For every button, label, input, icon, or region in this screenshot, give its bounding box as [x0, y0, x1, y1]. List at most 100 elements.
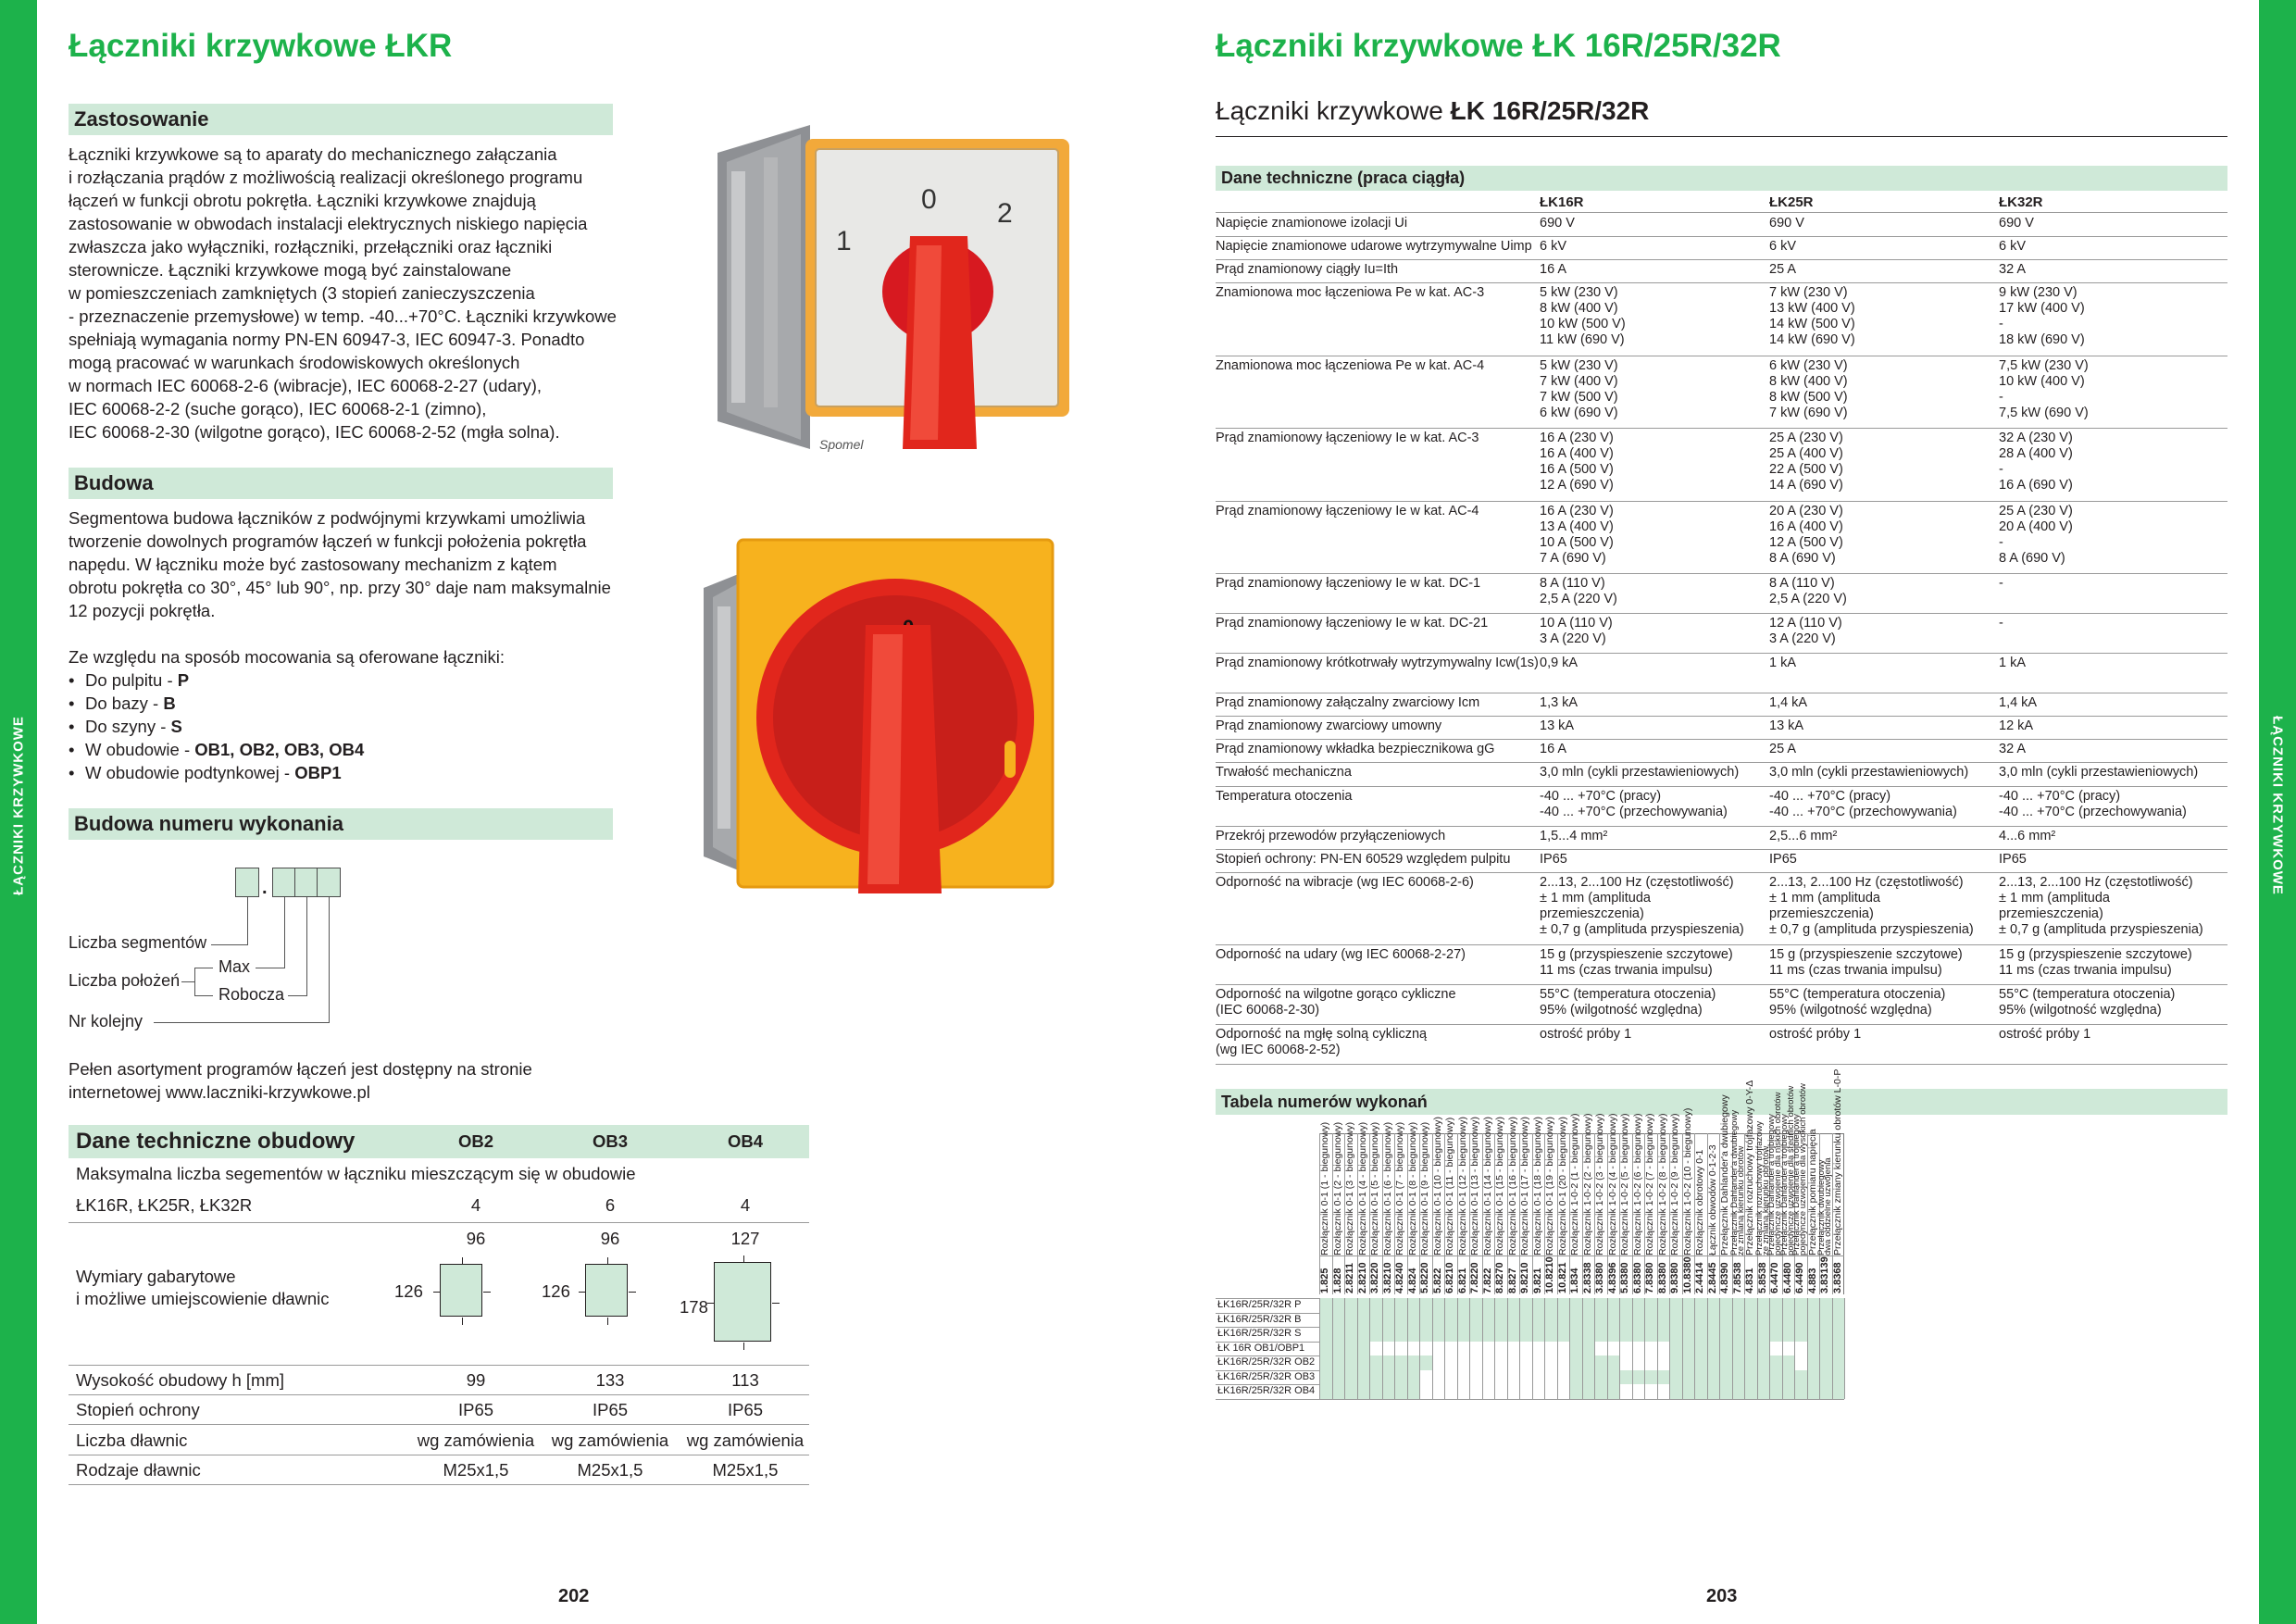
- variant-cell: [1494, 1384, 1507, 1399]
- variant-cell: [1669, 1384, 1682, 1399]
- variant-cell: [1431, 1327, 1444, 1342]
- tech-row-label: Prąd znamionowy załączalny zwarciowy Icm: [1216, 695, 1480, 711]
- tech-row: Znamionowa moc łączeniowa Pe w kat. AC-4…: [1216, 356, 2227, 430]
- zastosowanie-line: IEC 60068-2-2 (suche gorąco), IEC 60068-…: [69, 399, 487, 418]
- tech-row-label: Odporność na wibracje (wg IEC 60068-2-6): [1216, 874, 1474, 890]
- variant-cell: [1781, 1327, 1794, 1342]
- variant-cell: [1419, 1355, 1432, 1370]
- variant-column-label: Rozłącznik 1-0-2 (2 - biegunowy): [1581, 1113, 1593, 1255]
- tech-row: Temperatura otoczenia-40 ... +70°C (prac…: [1216, 787, 2227, 827]
- variant-cell: [1794, 1298, 1807, 1313]
- variant-cell: [1356, 1384, 1369, 1399]
- tech-row-value: 1 kA: [1769, 656, 1797, 671]
- variant-column-label: Rozłącznik 1-0-2 (6 - biegunowy): [1631, 1113, 1643, 1255]
- variant-cell: [1481, 1341, 1494, 1355]
- variant-cell: [1531, 1384, 1544, 1399]
- variant-cell: [1806, 1327, 1819, 1342]
- variant-code: 3.8220: [1369, 1262, 1380, 1293]
- variant-cell: [1456, 1355, 1469, 1370]
- variant-cell: [1681, 1298, 1694, 1313]
- variant-cell: [1456, 1312, 1469, 1327]
- variant-cell: [1581, 1341, 1594, 1355]
- variant-cell: [1406, 1327, 1419, 1342]
- variant-code: 6.8380: [1631, 1262, 1643, 1293]
- variant-cell: [1331, 1298, 1344, 1313]
- tech-row-label: Prąd znamionowy łączeniowy Ie w kat. DC-…: [1216, 576, 1481, 592]
- tech-row-value: 690 V: [1769, 216, 1804, 231]
- variant-cell: [1319, 1327, 1332, 1342]
- variant-column-label: Rozłącznik 0-1 (17 - biegunowy): [1519, 1117, 1530, 1255]
- variant-cell: [1719, 1355, 1732, 1370]
- mounting-item: W obudowie podtynkowej - OBP1: [69, 761, 364, 784]
- variant-cell: [1631, 1341, 1644, 1355]
- tech-row-value: 6 kV: [1540, 239, 1567, 255]
- variant-cell: [1544, 1355, 1557, 1370]
- variant-cell: [1419, 1298, 1432, 1313]
- tech-row-label: Prąd znamionowy ciągły Iu=Ith: [1216, 262, 1399, 278]
- variant-cell: [1444, 1369, 1457, 1384]
- variant-cell: [1831, 1355, 1844, 1370]
- variant-cell: [1619, 1312, 1632, 1327]
- variant-column-label: Rozłącznik 0-1 (1 - biegunowy): [1319, 1121, 1330, 1255]
- variant-column-label: Przełącznik Dahlander'a trójbiegowy poje…: [1791, 1083, 1808, 1255]
- tech-row-label: Prąd znamionowy krótkotrwały wytrzymywal…: [1216, 656, 1539, 671]
- variant-cell: [1694, 1355, 1707, 1370]
- mounting-item: W obudowie - OB1, OB2, OB3, OB4: [69, 738, 364, 761]
- variant-cell: [1744, 1327, 1757, 1342]
- variant-cell: [1369, 1312, 1382, 1327]
- variant-cell: [1581, 1355, 1594, 1370]
- variant-cell: [1519, 1355, 1532, 1370]
- variant-cell: [1719, 1298, 1732, 1313]
- tech-row-value: 3,0 mln (cykli przestawieniowych): [1540, 765, 1740, 781]
- variant-cell: [1344, 1341, 1357, 1355]
- tech-row-label: Prąd znamionowy zwarciowy umowny: [1216, 718, 1442, 734]
- variant-cell: [1794, 1327, 1807, 1342]
- variant-cell: [1394, 1355, 1407, 1370]
- variant-cell: [1519, 1327, 1532, 1342]
- variant-code: 1.825: [1319, 1268, 1330, 1293]
- variant-code: 2.8211: [1344, 1262, 1355, 1293]
- variant-code: 3.83139: [1819, 1256, 1830, 1293]
- zastosowanie-line: spełniają wymagania normy PN-EN 60947-3,…: [69, 330, 585, 349]
- variant-code: 4.883: [1806, 1268, 1818, 1293]
- variant-cell: [1419, 1341, 1432, 1355]
- variant-cell: [1356, 1312, 1369, 1327]
- variant-cell: [1394, 1369, 1407, 1384]
- variant-row-label: ŁK16R/25R/32R OB2: [1217, 1356, 1316, 1368]
- variant-cell: [1769, 1369, 1782, 1384]
- mounting-intro: Ze względu na sposób mocowania są oferow…: [69, 647, 505, 667]
- variant-code: 3.8368: [1831, 1262, 1843, 1293]
- variant-cell: [1481, 1384, 1494, 1399]
- variant-cell: [1394, 1298, 1407, 1313]
- variant-cell: [1706, 1327, 1719, 1342]
- tech-row-value: 5 kW (230 V) 8 kW (400 V) 10 kW (500 V) …: [1540, 285, 1626, 348]
- variant-cell: [1381, 1312, 1394, 1327]
- variant-cell: [1369, 1384, 1382, 1399]
- variant-cell: [1819, 1298, 1832, 1313]
- variant-code: 6.4470: [1769, 1262, 1780, 1293]
- tech-row-label: Temperatura otoczenia: [1216, 788, 1353, 804]
- tech-row: Prąd znamionowy łączeniowy Ie w kat. AC-…: [1216, 429, 2227, 502]
- variant-cell: [1756, 1384, 1769, 1399]
- variant-cell: [1644, 1312, 1657, 1327]
- zastosowanie-text: Łączniki krzywkowe są to aparaty do mech…: [69, 143, 617, 443]
- variant-cell: [1519, 1312, 1532, 1327]
- variant-code: 2.8210: [1356, 1262, 1368, 1293]
- variant-cell: [1481, 1298, 1494, 1313]
- variant-cell: [1631, 1312, 1644, 1327]
- tech-row-value: 16 A: [1540, 742, 1567, 757]
- budowa-line: Segmentowa budowa łączników z podwójnymi…: [69, 508, 586, 528]
- tech-row-value: 8 A (110 V) 2,5 A (220 V): [1769, 576, 1847, 607]
- variant-cell: [1431, 1312, 1444, 1327]
- variant-cell: [1319, 1341, 1332, 1355]
- tech-row: Odporność na mgłę solną cykliczną (wg IE…: [1216, 1025, 2227, 1065]
- col-ob3: OB3: [592, 1131, 629, 1151]
- variant-cell: [1381, 1355, 1394, 1370]
- variant-cell: [1681, 1384, 1694, 1399]
- variant-cell: [1619, 1369, 1632, 1384]
- tech-row-value: 55°C (temperatura otoczenia) 95% (wilgot…: [1769, 987, 1946, 1018]
- variant-cell: [1744, 1341, 1757, 1355]
